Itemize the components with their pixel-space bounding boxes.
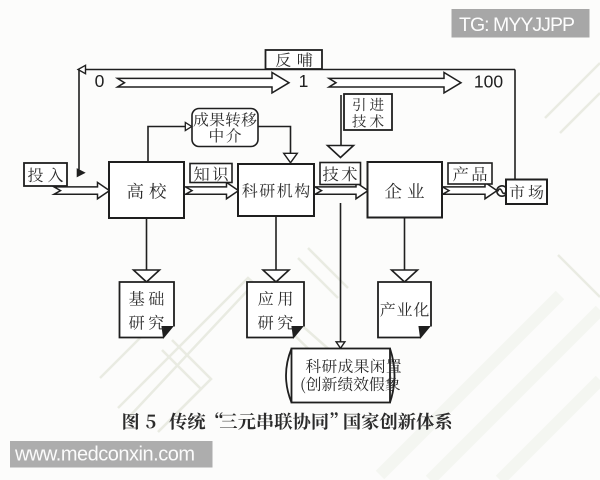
- svg-text:www.medconxin.com: www.medconxin.com: [14, 444, 195, 466]
- svg-text:1: 1: [299, 71, 309, 91]
- svg-text:TG: MYYJJPP: TG: MYYJJPP: [459, 14, 575, 36]
- svg-text:100: 100: [474, 71, 503, 91]
- svg-text:0: 0: [95, 71, 105, 91]
